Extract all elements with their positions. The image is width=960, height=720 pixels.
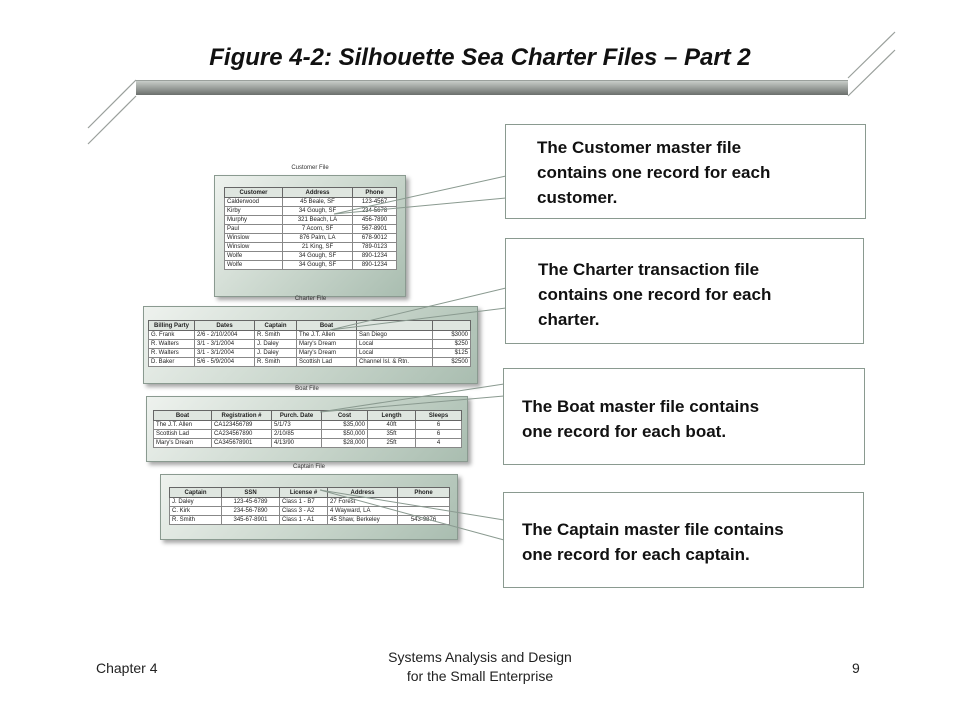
boat-callout: The Boat master file contains one record… <box>503 368 865 465</box>
boat-file-caption: Boat File <box>295 386 319 392</box>
charter-table: Billing Party Dates Captain Boat G. Fran… <box>148 320 471 367</box>
page-number: 9 <box>852 660 860 676</box>
charter-file-panel: Charter File Billing Party Dates Captain… <box>143 296 478 384</box>
captain-file-caption: Captain File <box>292 464 325 470</box>
table-row: Mary's Dream CA345678901 4/13/90 $28,000… <box>153 438 462 448</box>
title-underline-bar <box>136 80 848 95</box>
table-cell: $2500 <box>432 357 471 367</box>
table-header-row: Boat Registration # Purch. Date Cost Len… <box>153 410 462 421</box>
callout-line: The Captain master file contains <box>522 520 784 539</box>
callout-line: The Charter transaction file <box>538 260 760 279</box>
callout-text: The Boat master file contains one record… <box>522 394 759 444</box>
captain-table: Captain SSN License # Address Phone J. D… <box>169 487 450 525</box>
captain-callout: The Captain master file contains one rec… <box>503 492 864 588</box>
footer-course-line: for the Small Enterprise <box>406 668 554 684</box>
footer-chapter: Chapter 4 <box>96 660 158 676</box>
charter-file-caption: Charter File <box>294 296 327 302</box>
table-cell: 4 <box>415 438 462 448</box>
callout-line: contains one record for each <box>538 285 772 304</box>
customer-file-panel: Customer File Customer Address Phone Cal… <box>214 165 406 297</box>
footer-course-title: Systems Analysis and Design for the Smal… <box>330 648 630 686</box>
table-header-row: Captain SSN License # Address Phone <box>169 487 450 498</box>
callout-line: charter. <box>538 310 600 329</box>
callout-line: one record for each captain. <box>522 545 750 564</box>
boat-file-panel: Boat File Boat Registration # Purch. Dat… <box>146 386 468 462</box>
callout-line: one record for each boat. <box>522 422 727 441</box>
table-cell: 543-9876 <box>397 515 450 525</box>
footer-course-line: Systems Analysis and Design <box>388 649 572 665</box>
table-row: D. Baker 5/6 - 5/9/2004 R. Smith Scottis… <box>148 357 471 367</box>
customer-file-caption: Customer File <box>291 165 329 171</box>
table-row: Wolfe 34 Gough, SF 890-1234 <box>224 260 397 270</box>
charter-callout: The Charter transaction file contains on… <box>505 238 864 344</box>
table-row: G. Frank 2/6 - 2/10/2004 R. Smith The J.… <box>148 330 471 340</box>
callout-line: The Customer master file <box>537 138 742 157</box>
callout-text: The Customer master file contains one re… <box>537 135 770 210</box>
table-cell: 890-1234 <box>352 260 397 270</box>
captain-file-panel: Captain File Captain SSN License # Addre… <box>160 464 458 540</box>
customer-callout: The Customer master file contains one re… <box>505 124 866 219</box>
customer-table: Customer Address Phone Calderwood 45 Bea… <box>224 187 397 270</box>
callout-line: customer. <box>537 188 618 207</box>
callout-text: The Captain master file contains one rec… <box>522 517 784 567</box>
callout-line: The Boat master file contains <box>522 397 760 416</box>
boat-table: Boat Registration # Purch. Date Cost Len… <box>153 410 462 448</box>
table-row: R. Smith 345-67-8901 Class 1 - A1 45 Sha… <box>169 515 450 525</box>
slide-title: Figure 4-2: Silhouette Sea Charter Files… <box>209 44 751 71</box>
table-row: Scottish Lad CA234567890 2/10/85 $50,000… <box>153 429 462 439</box>
callout-text: The Charter transaction file contains on… <box>538 257 771 332</box>
callout-line: contains one record for each <box>537 163 771 182</box>
